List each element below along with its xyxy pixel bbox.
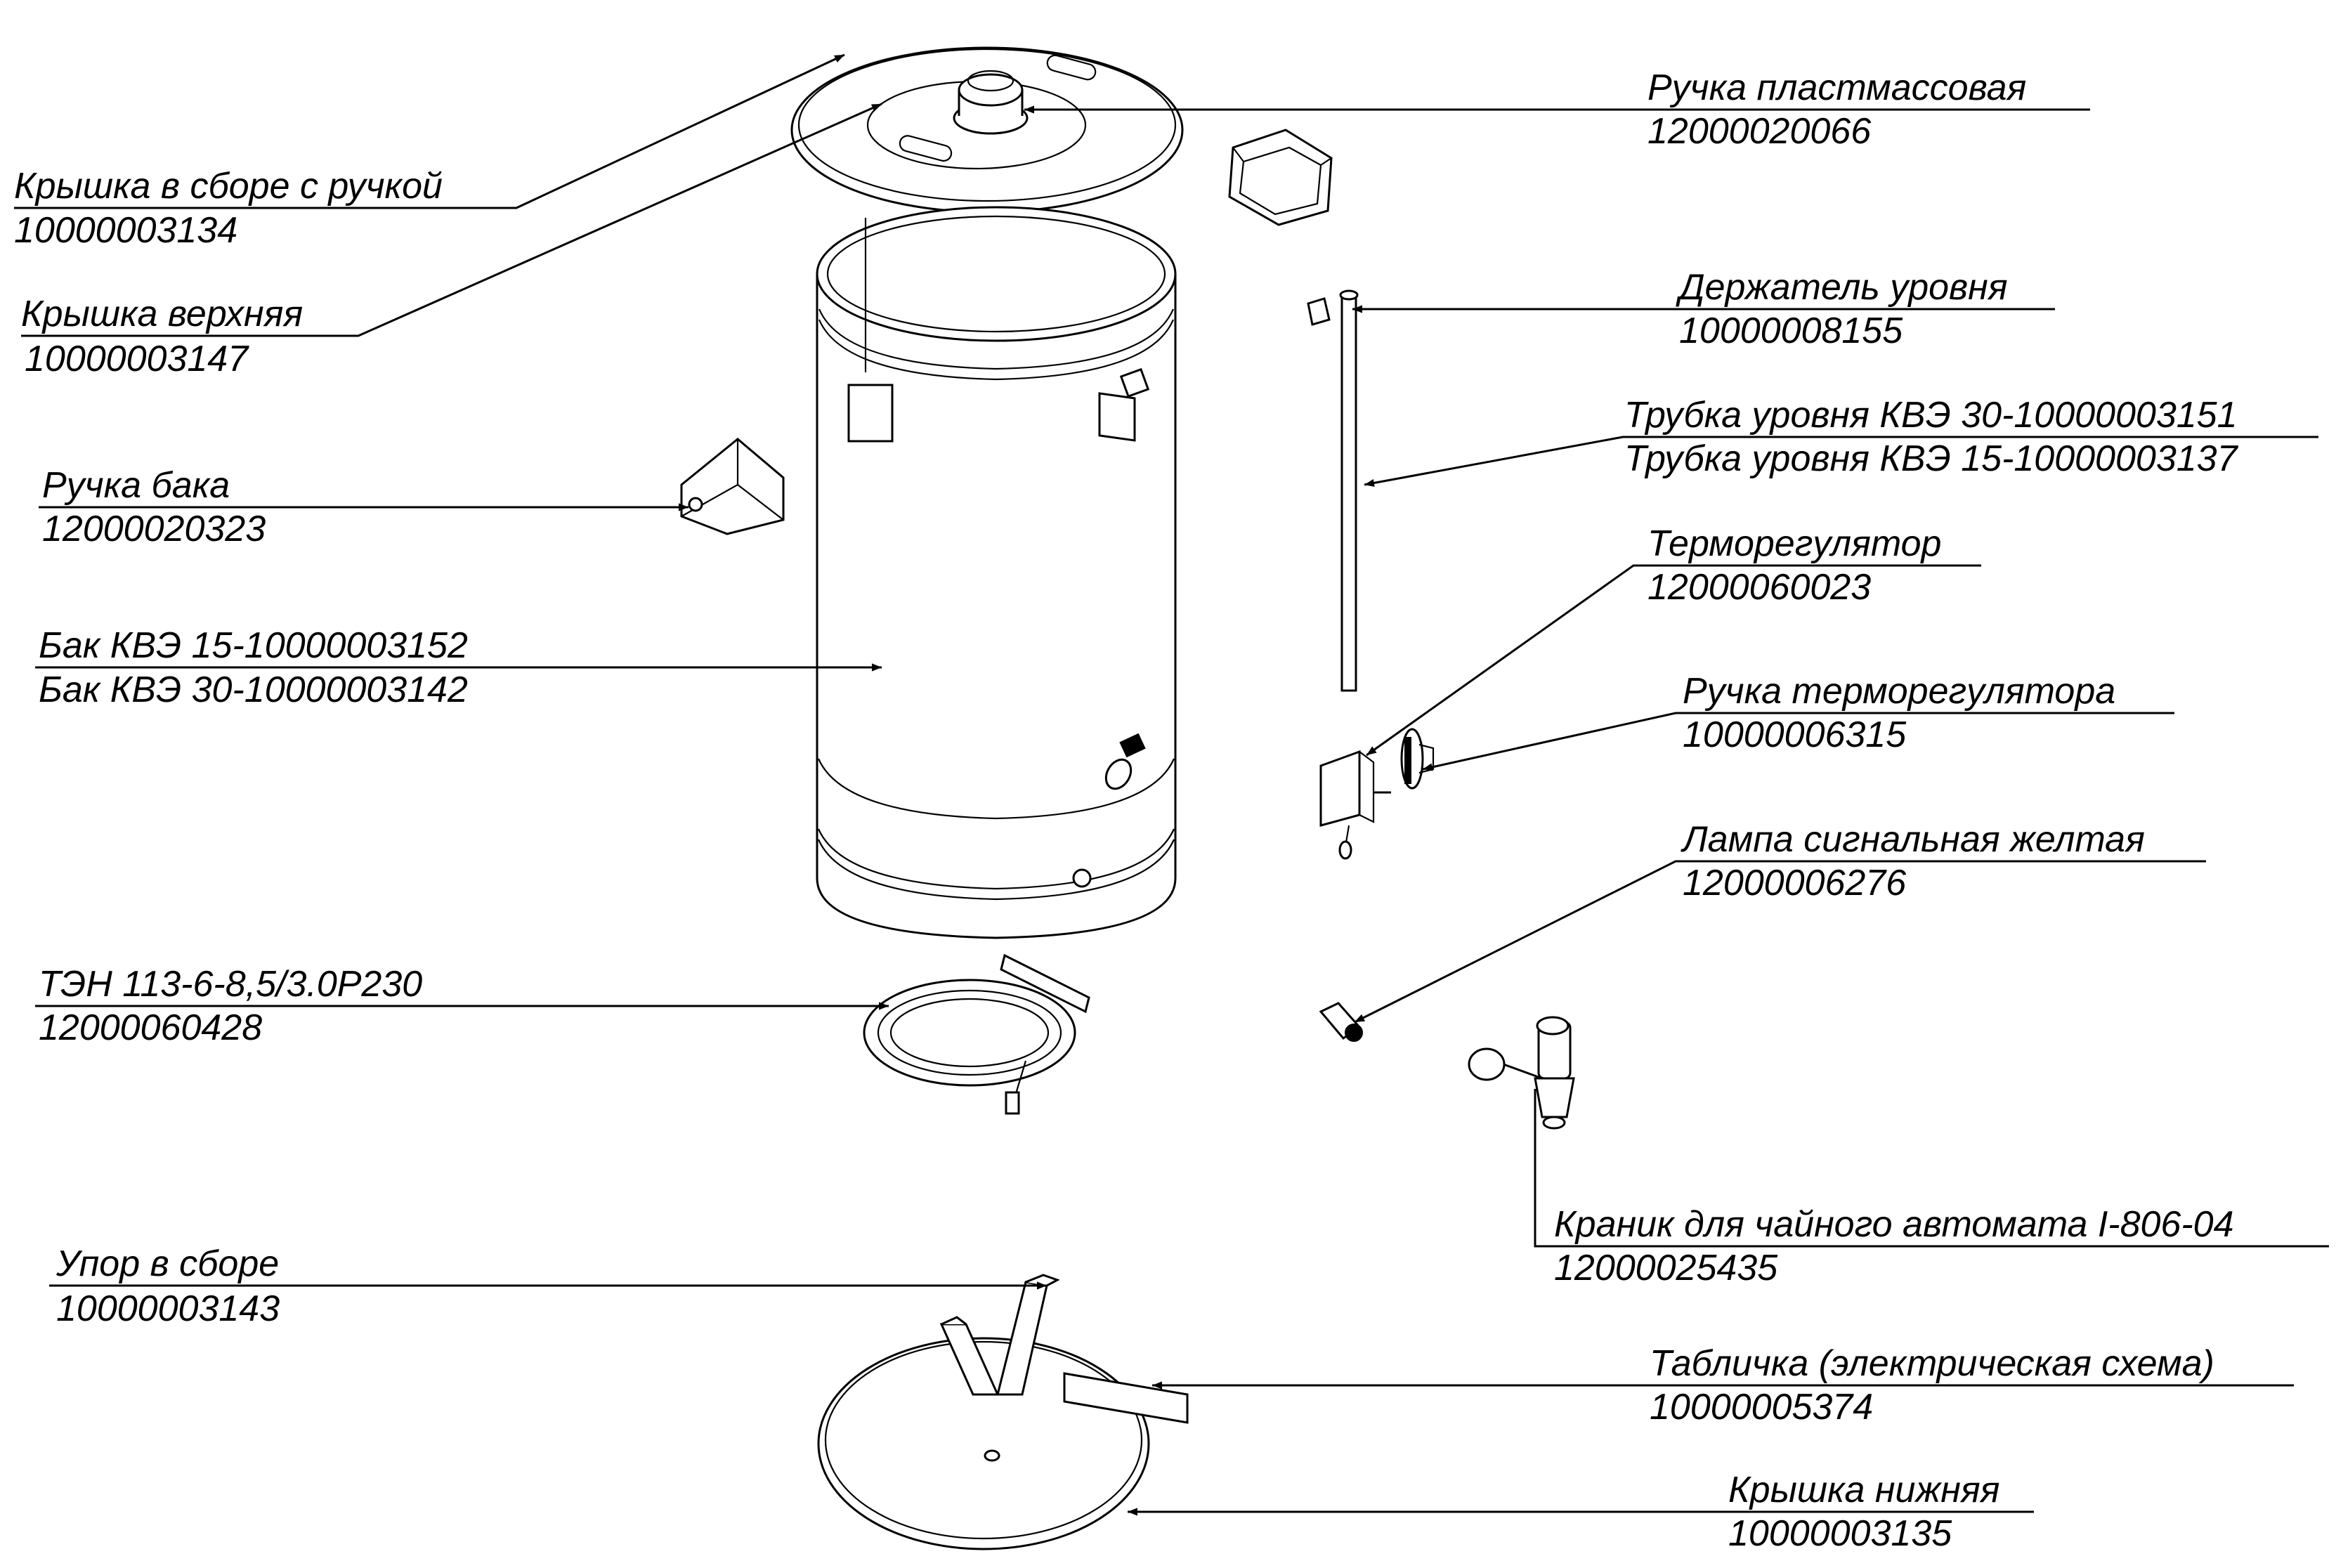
callout-heater: ТЭН 113-6-8,5/3.0Р230 12000060428: [39, 964, 422, 1048]
label-plastic-handle-name: Ручка пластмассовая: [1647, 67, 2026, 108]
callout-thermostat-knob: Ручка терморегулятора 10000006315: [1683, 671, 2115, 755]
label-lid-assembly-name: Крышка в сборе с ручкой: [14, 166, 443, 207]
label-plate-name: Табличка (электрическая схема): [1650, 1343, 2214, 1384]
thermostat-knob-part: [1400, 728, 1435, 790]
callout-stop-assembly: Упор в сборе 10000003143: [56, 1243, 280, 1329]
callout-tap: Краник для чайного автомата I-806-04 120…: [1554, 1204, 2234, 1288]
label-tank-handle-name: Ручка бака: [42, 465, 230, 506]
label-tap-name: Краник для чайного автомата I-806-04: [1554, 1204, 2234, 1245]
callout-thermostat: Терморегулятор 12000060023: [1647, 523, 1941, 608]
thermostat-part: [1319, 750, 1391, 860]
label-tank-line2: Бак КВЭ 30-10000003142: [39, 669, 468, 710]
label-signal-lamp-name: Лампа сигнальная желтая: [1681, 819, 2145, 860]
signal-lamp-part: [1319, 1002, 1363, 1042]
callout-lid-assembly: Крышка в сборе с ручкой 10000003134: [14, 166, 443, 251]
label-level-holder-code: 10000008155: [1679, 311, 1903, 351]
label-thermostat-knob-name: Ручка терморегулятора: [1683, 671, 2115, 712]
callout-tank-handle: Ручка бака 12000020323: [42, 465, 266, 549]
label-thermostat-knob-code: 10000006315: [1683, 714, 1907, 755]
label-stop-assembly-code: 10000003143: [56, 1288, 280, 1329]
label-lid-top-name: Крышка верхняя: [21, 294, 303, 334]
label-heater-name: ТЭН 113-6-8,5/3.0Р230: [39, 964, 422, 1005]
label-stop-assembly-name: Упор в сборе: [56, 1243, 279, 1284]
leader-lines: [14, 53, 2329, 1516]
label-thermostat-code: 12000060023: [1647, 567, 1871, 608]
label-lid-assembly-code: 10000003134: [14, 210, 237, 251]
callout-tank: Бак КВЭ 15-10000003152 Бак КВЭ 30-100000…: [39, 625, 468, 710]
tank-part: [816, 206, 1177, 939]
label-level-holder-name: Держатель уровня: [1676, 267, 2008, 308]
heater-part: [863, 953, 1090, 1115]
label-lid-bottom-code: 10000003135: [1728, 1513, 1952, 1554]
label-tank-handle-code: 12000020323: [42, 509, 266, 549]
label-level-tube-line1: Трубка уровня КВЭ 30-10000003151: [1624, 395, 2238, 436]
callout-level-tube: Трубка уровня КВЭ 30-10000003151 Трубка …: [1624, 395, 2239, 479]
tap-part: [1468, 1016, 1575, 1130]
callout-plastic-handle: Ручка пластмассовая 12000020066: [1647, 67, 2026, 152]
label-thermostat-name: Терморегулятор: [1647, 523, 1941, 564]
label-level-tube-line2: Трубка уровня КВЭ 15-10000003137: [1624, 438, 2239, 479]
label-tank-line1: Бак КВЭ 15-10000003152: [39, 625, 468, 666]
callout-plate: Табличка (электрическая схема) 100000053…: [1650, 1343, 2214, 1427]
label-signal-lamp-code: 12000006276: [1683, 863, 1906, 903]
label-plate-code: 10000005374: [1650, 1387, 1873, 1427]
callout-lid-bottom: Крышка нижняя 10000003135: [1728, 1470, 1999, 1554]
plastic-handle-part: [1228, 129, 1333, 226]
label-lid-bottom-name: Крышка нижняя: [1728, 1470, 1999, 1510]
label-plastic-handle-code: 12000020066: [1647, 111, 1871, 152]
callout-level-holder: Держатель уровня 10000008155: [1676, 267, 2008, 351]
callout-signal-lamp: Лампа сигнальная желтая 12000006276: [1681, 819, 2145, 903]
callout-lid-top: Крышка верхняя 10000003147: [21, 294, 303, 379]
bottom-lid-part: [817, 1274, 1189, 1550]
top-lid-part: [790, 46, 1184, 214]
label-tap-code: 12000025435: [1554, 1248, 1778, 1288]
tank-handle-part: [680, 438, 785, 535]
label-lid-top-code: 10000003147: [25, 339, 249, 379]
label-heater-code: 12000060428: [39, 1007, 262, 1048]
level-tube-part: [1307, 289, 1359, 692]
